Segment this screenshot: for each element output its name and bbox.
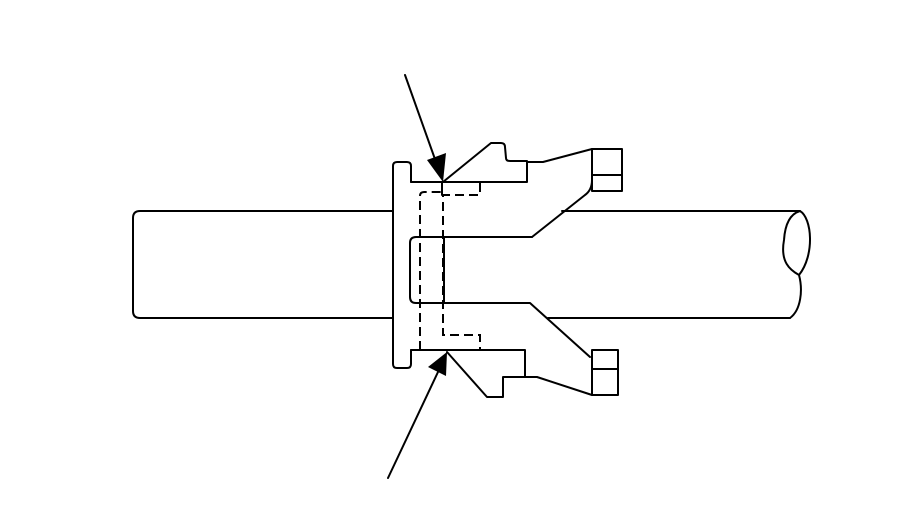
arrows <box>387 74 447 479</box>
upper-arrow-shaft <box>404 74 437 163</box>
hidden-lines <box>419 183 481 350</box>
lower-arrow-head <box>428 352 447 376</box>
upper-ear <box>591 148 623 192</box>
hidden-line-outer <box>419 191 442 350</box>
upper-boss <box>442 142 528 183</box>
yoke-flange <box>392 142 623 398</box>
shaft-break <box>782 210 811 319</box>
flange <box>392 161 412 369</box>
lower-ear <box>591 349 619 396</box>
shaft <box>132 210 811 319</box>
hidden-line-inner <box>442 183 481 350</box>
lower-arrow-shaft <box>387 371 439 479</box>
shaft-left <box>132 210 394 319</box>
upper-arrow-head <box>427 153 446 182</box>
bore <box>409 236 591 358</box>
lower-boss <box>446 351 526 398</box>
